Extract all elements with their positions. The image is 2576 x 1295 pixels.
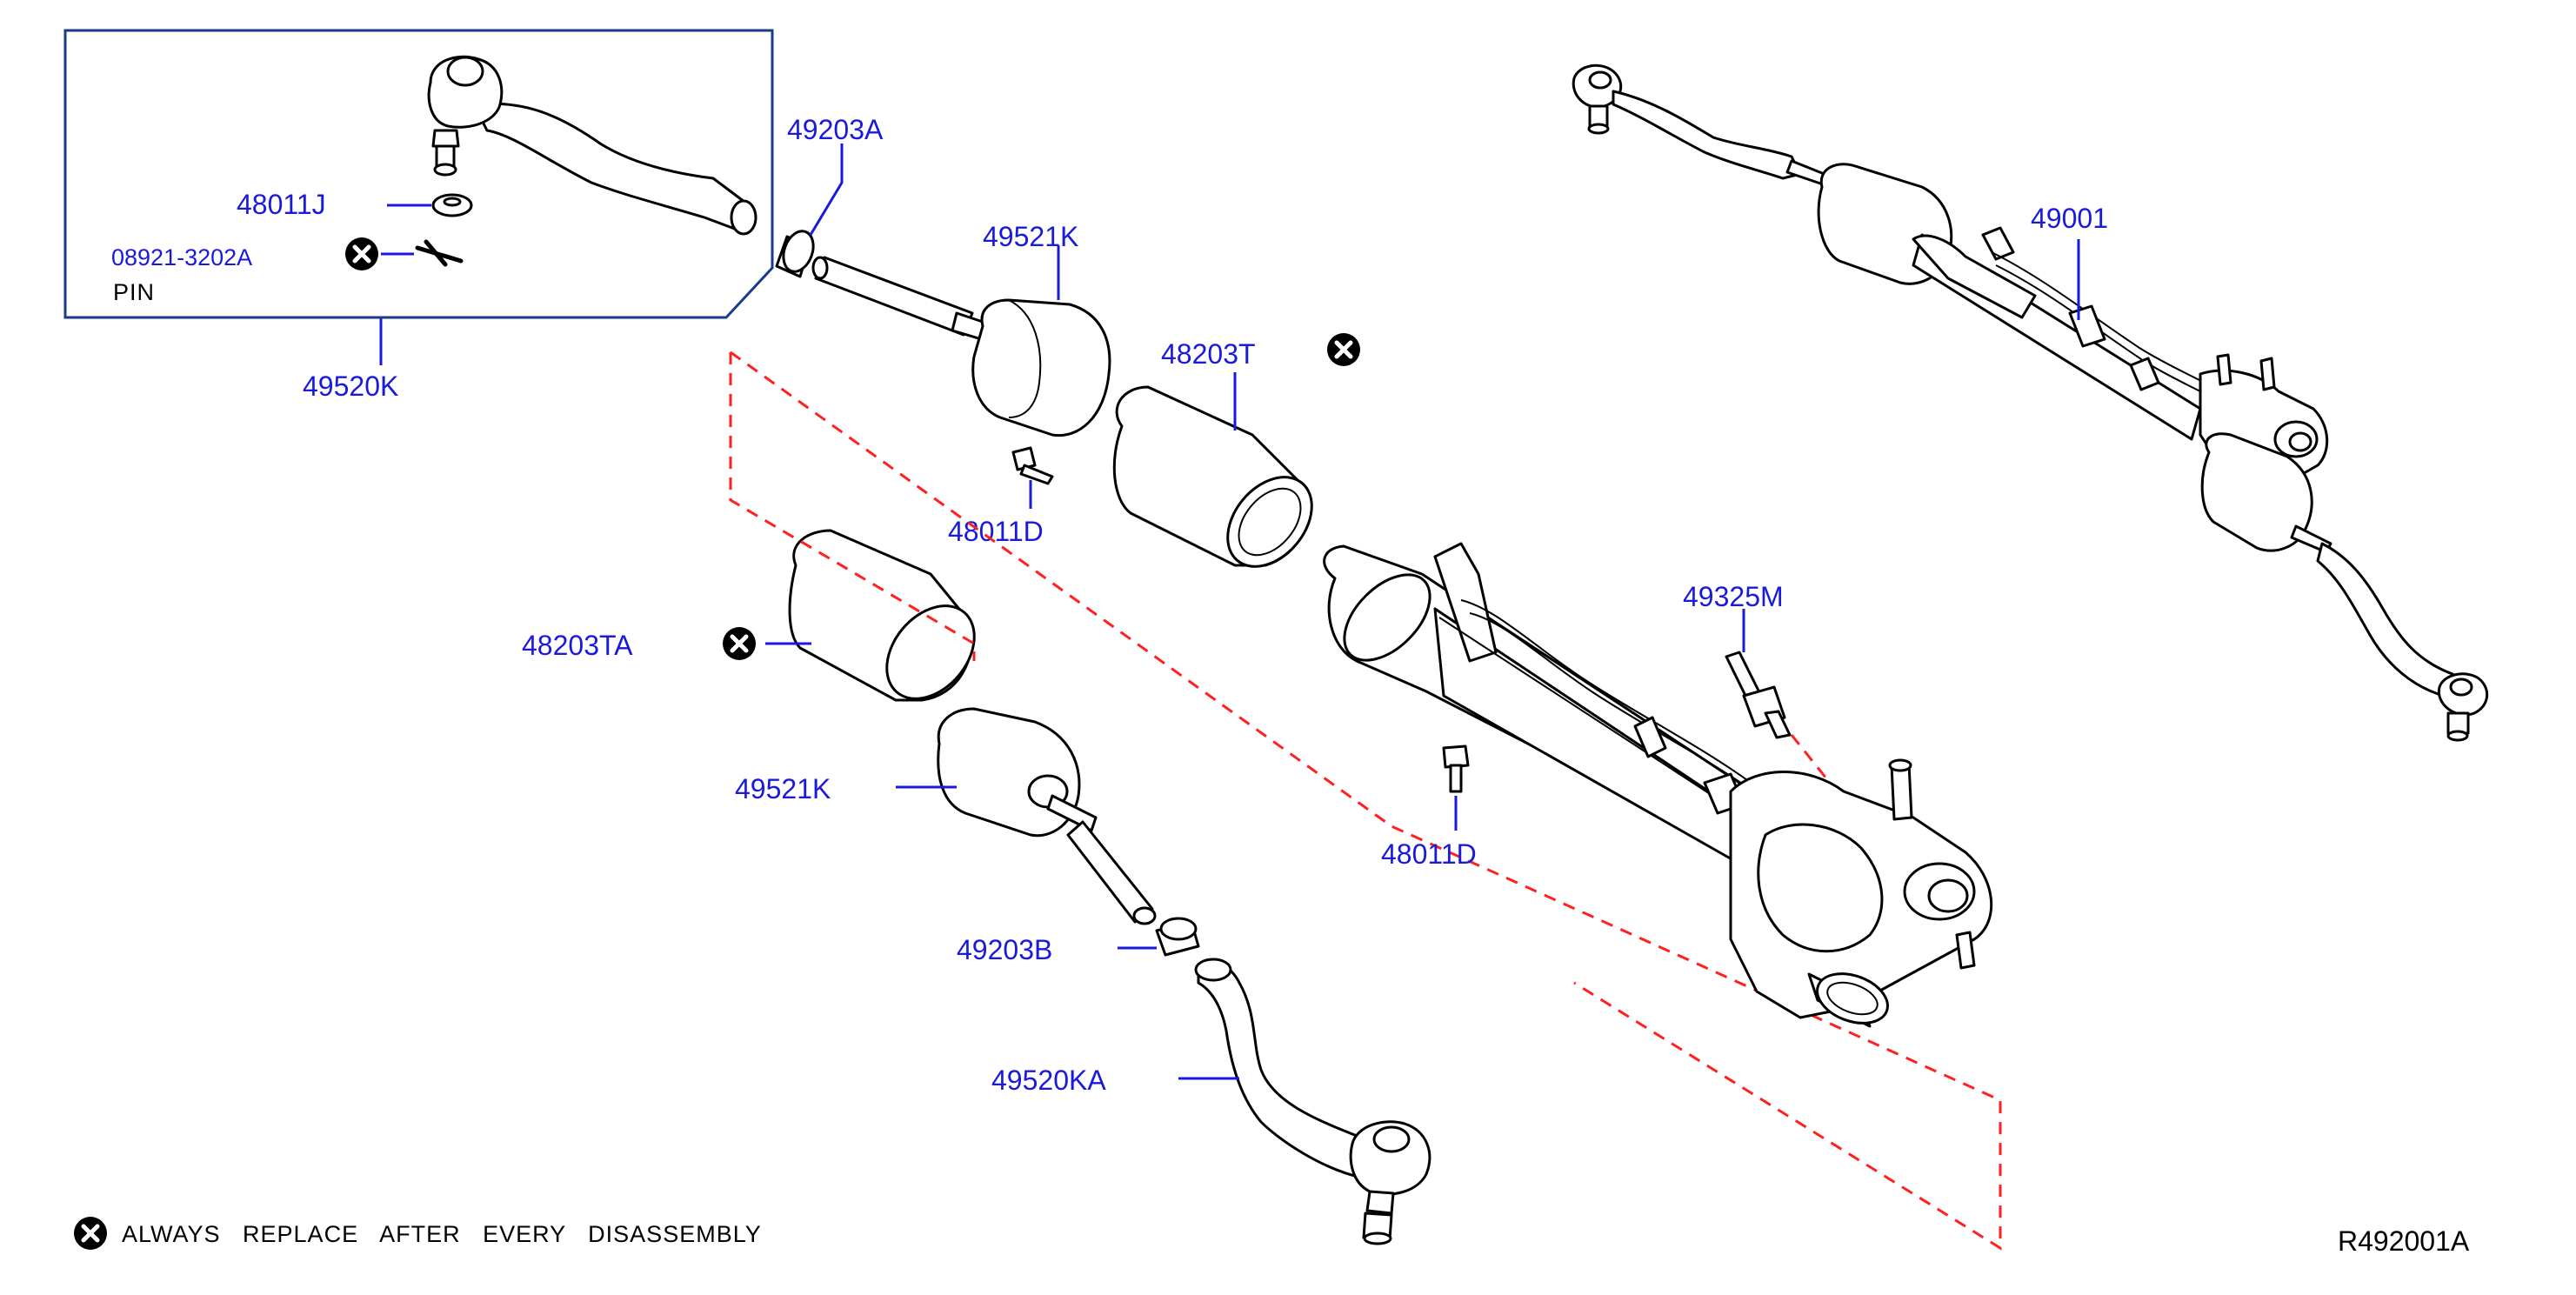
- assembly-boundary-left: [729, 352, 976, 661]
- label-49325m: 49325M: [1683, 581, 1784, 612]
- legend-replace-icon: [74, 1217, 107, 1250]
- label-pin-code: 08921-3202A: [111, 244, 252, 270]
- steering-gear-housing: [1323, 542, 1993, 1028]
- label-49520ka: 49520KA: [991, 1065, 1106, 1096]
- cotter-pin: [415, 239, 464, 267]
- bolt-48011d-lower: [1442, 744, 1470, 793]
- leader-49203a: [809, 144, 844, 236]
- boot-49521k-upper: [971, 298, 1111, 437]
- replace-mark-icon-48203ta: [723, 627, 756, 660]
- label-48011j: 48011J: [237, 189, 326, 220]
- legend-text: ALWAYS REPLACE AFTER EVERY DISASSEMBLY: [122, 1221, 762, 1247]
- bushing-48203ta: [788, 529, 976, 702]
- steering-gear-assembly-49001: [1572, 63, 2488, 742]
- reference-code: R492001A: [2338, 1225, 2470, 1257]
- label-pin-name: PIN: [113, 279, 155, 305]
- label-49521k-upper: 49521K: [983, 221, 1078, 252]
- replace-mark-icon: [345, 237, 378, 270]
- assembly-boundary-main: [730, 350, 2002, 1251]
- bolt-48011d-upper: [1011, 446, 1054, 485]
- label-48011d-upper: 48011D: [948, 516, 1044, 547]
- boot-band-49203b: [1155, 917, 1200, 957]
- label-49520k: 49520K: [303, 370, 398, 402]
- sensor-49325m: [1725, 651, 1792, 739]
- washer-48011j: [431, 193, 473, 217]
- label-48203ta: 48203TA: [522, 630, 633, 661]
- inset-frame: [63, 29, 774, 319]
- tie-rod-end-lower: [1194, 958, 1431, 1245]
- boot-band-49203a: [775, 230, 815, 278]
- bushing-48203t: [1112, 385, 1313, 568]
- inner-rod-lower: [1046, 794, 1157, 925]
- label-49001: 49001: [2031, 203, 2108, 234]
- boot-49521k-lower: [937, 707, 1081, 838]
- label-49521k-lower: 49521K: [735, 773, 831, 804]
- tie-rod-end-outer: [427, 55, 757, 236]
- replace-mark-icon-48203t: [1327, 333, 1360, 366]
- inset-tie-rod-end-kit: 48011J 08921-3202A PIN: [63, 29, 774, 319]
- label-49203a: 49203A: [787, 114, 884, 145]
- label-48011d-lower: 48011D: [1381, 838, 1477, 870]
- label-48203t: 48203T: [1161, 338, 1256, 370]
- label-49203b: 49203B: [957, 934, 1052, 965]
